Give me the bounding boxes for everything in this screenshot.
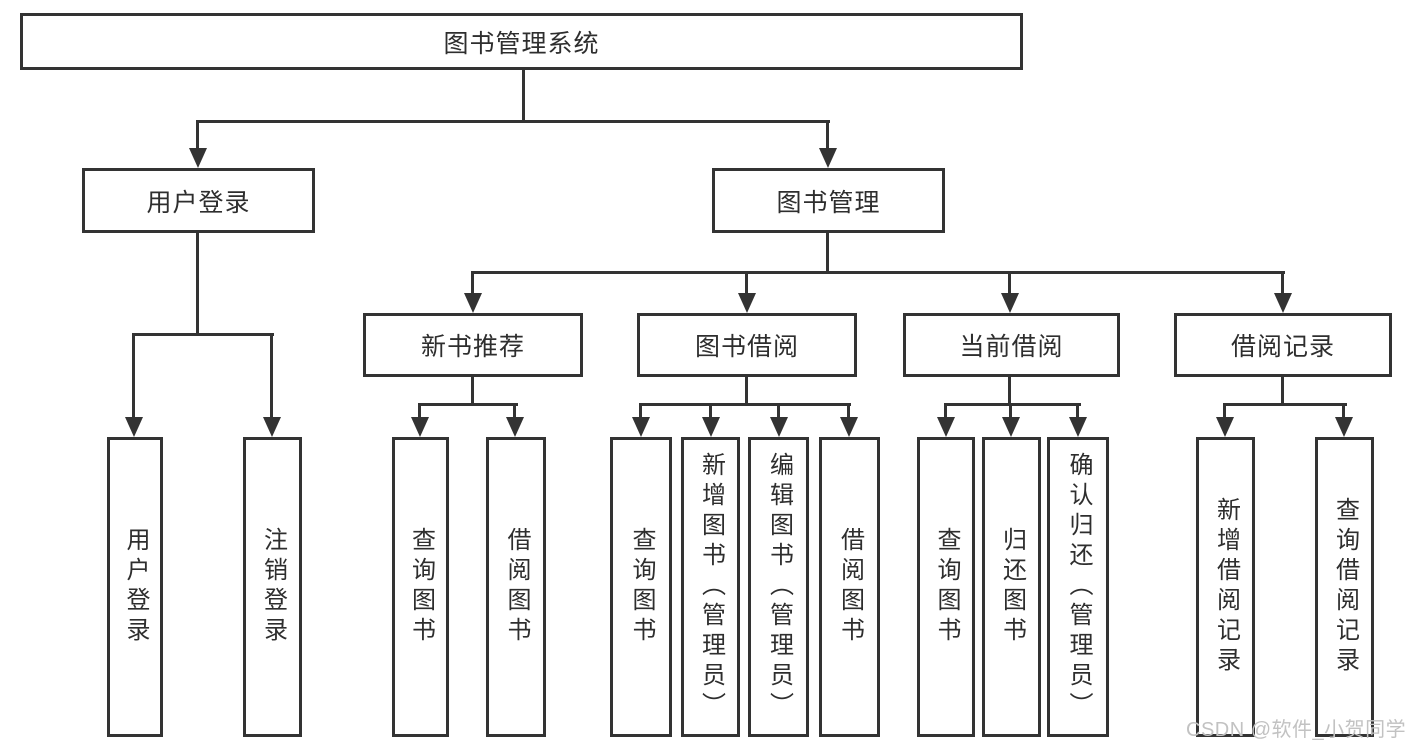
connector-new-book-stem bbox=[471, 375, 474, 405]
connector-to-leaf-query-books-2 bbox=[631, 403, 650, 437]
node-book-borrowing: 图书借阅 bbox=[637, 313, 857, 377]
connector-book-borrowing-stem bbox=[745, 375, 748, 405]
connector-book-management-stem bbox=[826, 231, 829, 273]
connector-to-leaf-add-books bbox=[701, 403, 720, 437]
leaf-borrow-books-2: 借阅图书 bbox=[819, 437, 880, 737]
arrow-down-icon bbox=[1001, 417, 1020, 437]
csdn-watermark: CSDN @软件_小贺同学 bbox=[1186, 719, 1405, 741]
leaf-query-books-1: 查询图书 bbox=[392, 437, 449, 737]
node-book-management: 图书管理 bbox=[712, 168, 945, 233]
connector-to-book-management bbox=[818, 120, 837, 168]
arrow-down-icon bbox=[1334, 417, 1353, 437]
arrow-down-icon bbox=[839, 417, 858, 437]
connector-to-leaf-borrow-books-2 bbox=[839, 403, 858, 437]
connector-to-leaf-return-books bbox=[1001, 403, 1020, 437]
arrow-down-icon bbox=[463, 293, 482, 313]
connector-to-leaf-logout bbox=[262, 333, 281, 437]
connector-to-current-borrowing bbox=[1000, 271, 1019, 313]
connector-to-leaf-query-borrow-record bbox=[1334, 403, 1353, 437]
node-borrowing-records: 借阅记录 bbox=[1174, 313, 1392, 377]
leaf-query-books-3: 查询图书 bbox=[917, 437, 975, 737]
leaf-query-borrow-record: 查询借阅记录 bbox=[1315, 437, 1374, 737]
connector-to-leaf-user-login bbox=[124, 333, 143, 437]
arrow-down-icon bbox=[936, 417, 955, 437]
connector-root-rail bbox=[196, 120, 830, 123]
connector-to-leaf-query-books-1 bbox=[410, 403, 429, 437]
arrow-down-icon bbox=[631, 417, 650, 437]
connector-user-login-rail bbox=[132, 333, 274, 336]
arrow-down-icon bbox=[818, 148, 837, 168]
node-user-login: 用户登录 bbox=[82, 168, 315, 233]
arrow-down-icon bbox=[701, 417, 720, 437]
connector-book-management-rail bbox=[471, 271, 1285, 274]
connector-to-new-book-recommendation bbox=[463, 271, 482, 313]
connector-to-user-login bbox=[188, 120, 207, 168]
connector-to-leaf-edit-books bbox=[769, 403, 788, 437]
connector-to-leaf-borrow-books-1 bbox=[505, 403, 524, 437]
arrow-down-icon bbox=[505, 417, 524, 437]
connector-current-borrowing-rail bbox=[944, 403, 1081, 406]
connector-to-book-borrowing bbox=[737, 271, 756, 313]
connector-root-stem bbox=[522, 68, 525, 122]
leaf-confirm-return-admin: 确认归还（管理员） bbox=[1047, 437, 1109, 737]
arrow-down-icon bbox=[1000, 293, 1019, 313]
connector-borrowing-records-stem bbox=[1281, 375, 1284, 405]
leaf-user-login: 用户登录 bbox=[107, 437, 163, 737]
connector-current-borrowing-stem bbox=[1008, 375, 1011, 405]
leaf-logout-login: 注销登录 bbox=[243, 437, 302, 737]
connector-new-book-rail bbox=[418, 403, 518, 406]
connector-book-borrowing-rail bbox=[639, 403, 851, 406]
leaf-add-books-admin: 新增图书（管理员） bbox=[681, 437, 740, 737]
arrow-down-icon bbox=[188, 148, 207, 168]
node-current-borrowing: 当前借阅 bbox=[903, 313, 1120, 377]
arrow-down-icon bbox=[410, 417, 429, 437]
connector-to-borrowing-records bbox=[1273, 271, 1292, 313]
connector-to-leaf-query-books-3 bbox=[936, 403, 955, 437]
node-root-library-system: 图书管理系统 bbox=[20, 13, 1023, 70]
arrow-down-icon bbox=[262, 417, 281, 437]
node-new-book-recommendation: 新书推荐 bbox=[363, 313, 583, 377]
connector-to-leaf-add-borrow-record bbox=[1215, 403, 1234, 437]
arrow-down-icon bbox=[1273, 293, 1292, 313]
arrow-down-icon bbox=[124, 417, 143, 437]
leaf-return-books: 归还图书 bbox=[982, 437, 1041, 737]
leaf-borrow-books-1: 借阅图书 bbox=[486, 437, 546, 737]
leaf-query-books-2: 查询图书 bbox=[610, 437, 672, 737]
leaf-edit-books-admin: 编辑图书（管理员） bbox=[748, 437, 809, 737]
arrow-down-icon bbox=[1215, 417, 1234, 437]
arrow-down-icon bbox=[769, 417, 788, 437]
arrow-down-icon bbox=[1068, 417, 1087, 437]
connector-to-leaf-confirm-return bbox=[1068, 403, 1087, 437]
leaf-add-borrow-record: 新增借阅记录 bbox=[1196, 437, 1255, 737]
connector-user-login-stem bbox=[196, 231, 199, 335]
arrow-down-icon bbox=[737, 293, 756, 313]
connector-borrowing-records-rail bbox=[1223, 403, 1347, 406]
